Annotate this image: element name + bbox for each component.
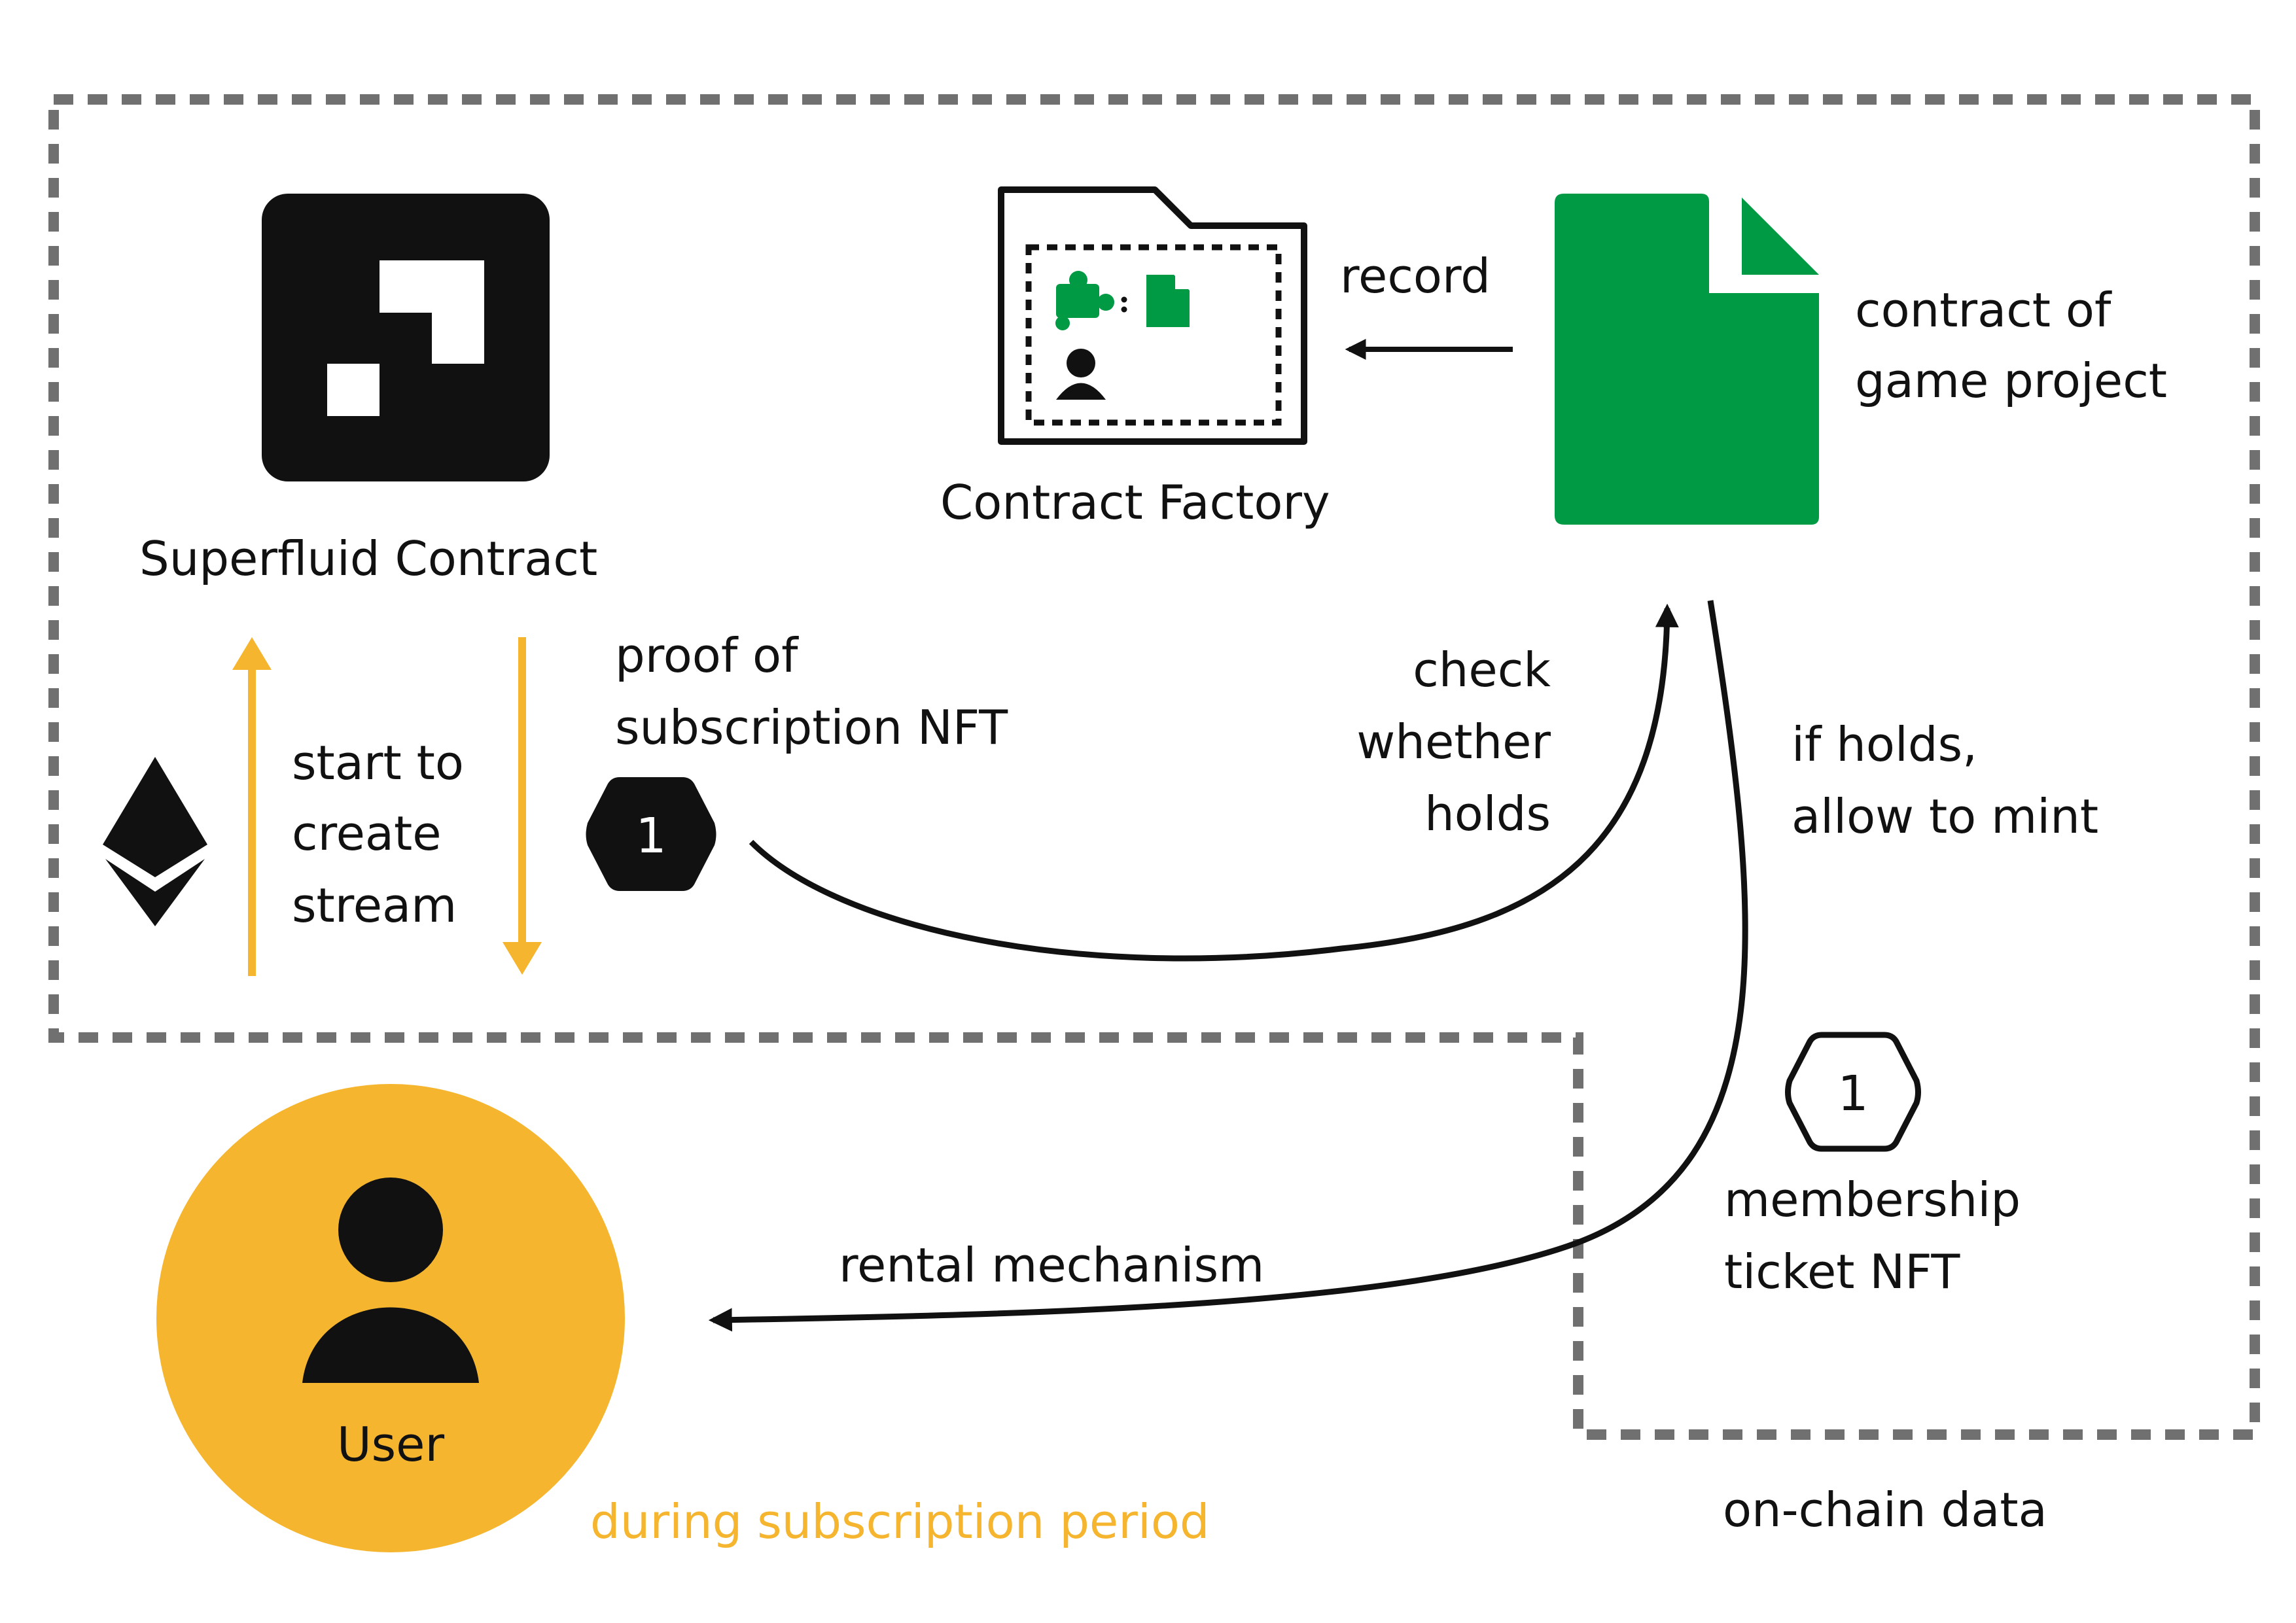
- check-holds-label-line3: holds: [1424, 786, 1551, 841]
- check-holds-label-line1: check: [1413, 642, 1551, 697]
- user-label: User: [336, 1417, 445, 1472]
- rental-mechanism-label: rental mechanism: [839, 1238, 1265, 1293]
- subscription-nft-badge: 1: [586, 777, 716, 891]
- record-label: record: [1340, 249, 1491, 304]
- puzzle-piece-icon: [1055, 271, 1114, 330]
- on-chain-data-boundary: [48, 94, 2260, 1440]
- stream-down-arrow: [503, 637, 542, 975]
- membership-nft-badge: 1: [1785, 1032, 1921, 1152]
- allow-mint-label-line2: allow to mint: [1792, 789, 2099, 844]
- start-stream-label-line3: stream: [292, 878, 457, 933]
- contract-factory-folder-icon: [998, 186, 1307, 445]
- superfluid-logo-icon: [262, 194, 550, 481]
- on-chain-data-label: on-chain data: [1723, 1482, 2047, 1537]
- check-holds-label-line2: whether: [1356, 714, 1551, 769]
- superfluid-contract-label: Superfluid Contract: [139, 531, 598, 586]
- stream-start-up-arrow: [232, 637, 272, 976]
- during-subscription-period-label: during subscription period: [590, 1494, 1210, 1549]
- allow-mint-label-line1: if holds,: [1792, 717, 1978, 772]
- small-person-icon: [1056, 349, 1106, 400]
- start-stream-label-line1: start to: [292, 735, 464, 790]
- game-contract-label-line2: game project: [1855, 353, 2168, 408]
- start-stream-label-line2: create: [292, 806, 442, 861]
- game-contract-label-line1: contract of: [1855, 283, 2111, 338]
- game-contract-document-icon: [1555, 194, 1819, 525]
- proof-nft-label-line2: subscription NFT: [615, 700, 1008, 755]
- small-document-icon: [1146, 275, 1190, 327]
- membership-badge-number: 1: [1837, 1066, 1868, 1122]
- check-holds-arrow: [749, 603, 1679, 962]
- membership-nft-label-line2: ticket NFT: [1724, 1244, 1960, 1299]
- contract-factory-label: Contract Factory: [940, 475, 1330, 530]
- user-icon: [302, 1178, 479, 1383]
- ethereum-icon: [103, 757, 207, 926]
- membership-nft-label-line1: membership: [1724, 1172, 2021, 1227]
- rental-mechanism-arrow: [708, 600, 1748, 1332]
- proof-nft-label-line1: proof of: [615, 628, 798, 683]
- subscription-badge-number: 1: [635, 808, 666, 864]
